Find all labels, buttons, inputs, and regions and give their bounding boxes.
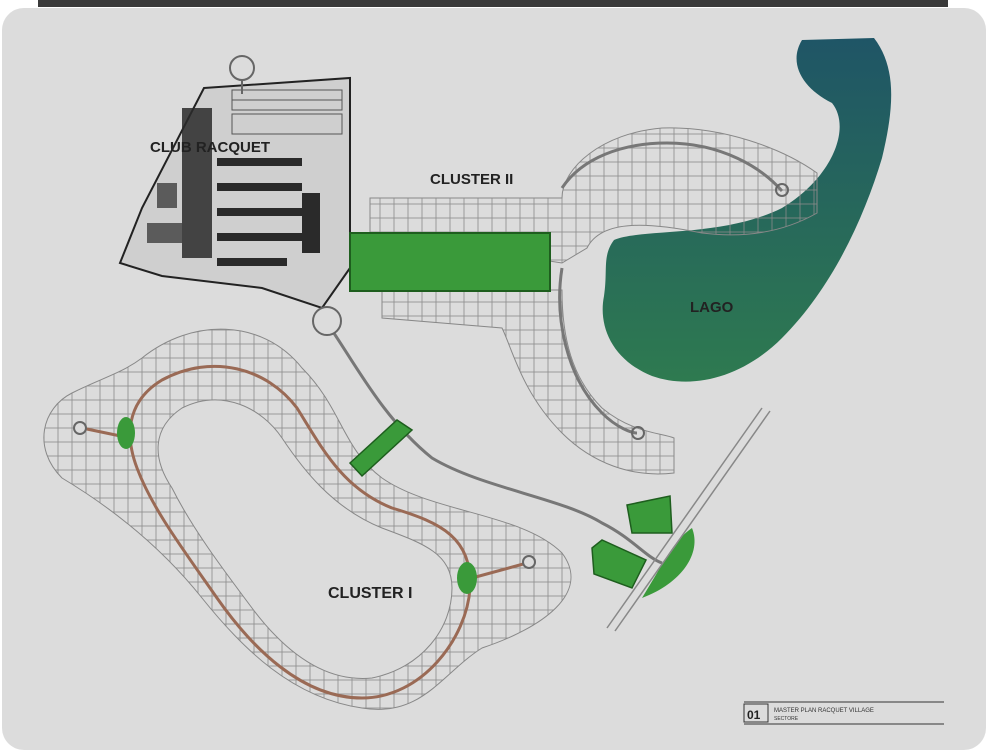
lake-label: LAGO [690, 299, 734, 316]
access-road [606, 407, 771, 632]
club-racquet-area [118, 55, 351, 310]
top-window-bar [38, 0, 948, 7]
master-plan-drawing: CLUB RACQUET CLUSTER II LAGO CLUSTER I 0… [43, 38, 944, 725]
green-area-east-2 [591, 539, 648, 589]
green-belt-cluster-two [349, 232, 551, 292]
green-strip-cluster-one [348, 419, 414, 478]
green-area-east-1 [626, 495, 673, 534]
cluster-one-label: CLUSTER I [328, 585, 412, 602]
sheet-subtitle: SECTORE [774, 716, 799, 722]
title-block: 01 MASTER PLAN RACQUET VILLAGE SECTORE [743, 701, 944, 725]
club-roundabout [312, 306, 342, 336]
cluster-two-lots [369, 127, 818, 475]
plan-card: CLUB RACQUET CLUSTER II LAGO CLUSTER I 0… [2, 8, 986, 750]
cluster-one-lots [43, 328, 572, 710]
sheet-number: 01 [747, 708, 761, 722]
green-area-east-3 [642, 528, 695, 598]
main-road [325, 322, 663, 565]
sheet-title: MASTER PLAN RACQUET VILLAGE [774, 708, 874, 714]
club-racquet-label: CLUB RACQUET [150, 139, 270, 156]
lake-shape [602, 38, 892, 382]
cluster-two-label: CLUSTER II [430, 171, 513, 188]
